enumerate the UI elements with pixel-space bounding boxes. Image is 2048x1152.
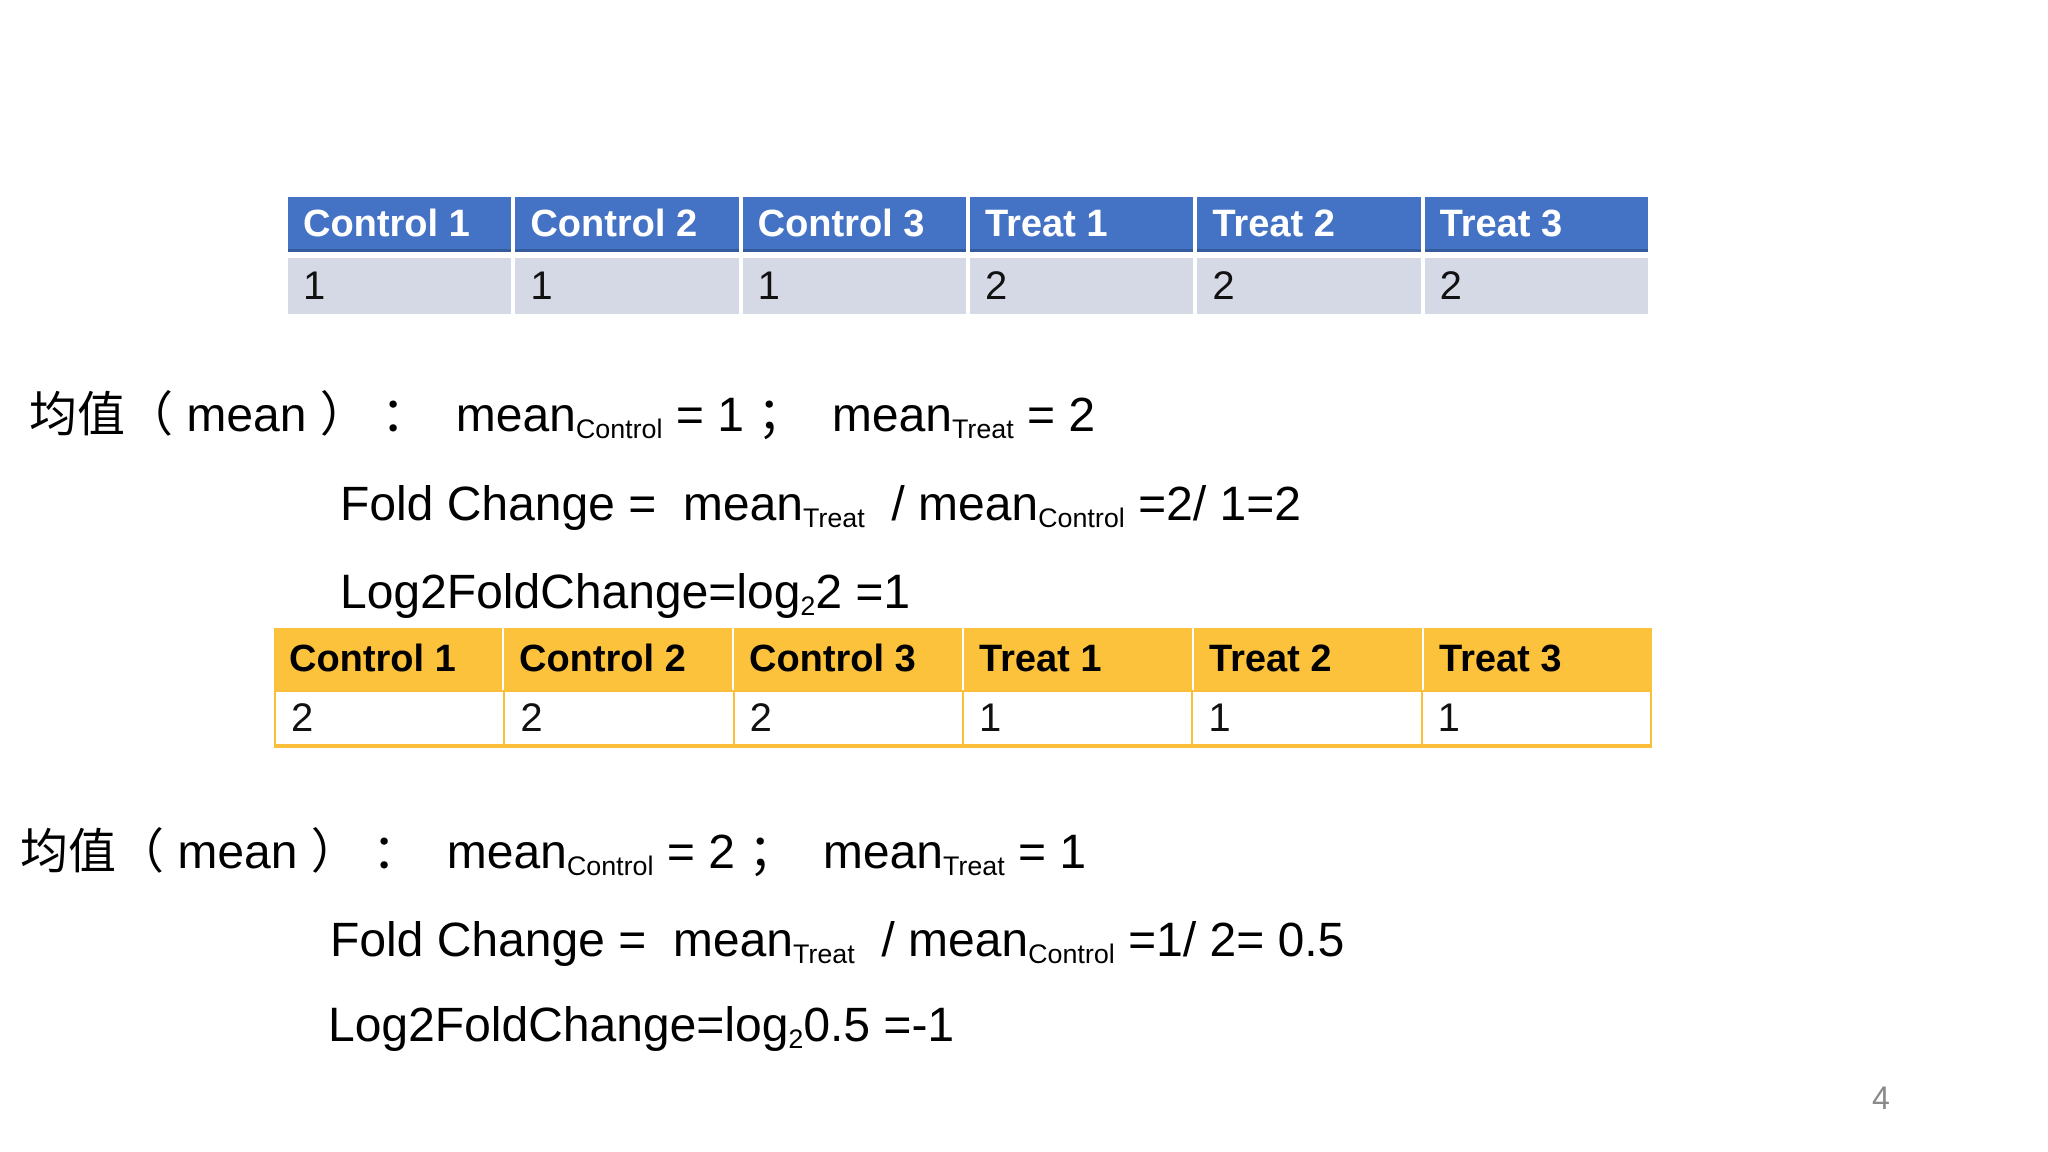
- samples-down-header-cell-3: Control 3: [734, 628, 962, 690]
- formula-subscript: Control: [566, 850, 654, 881]
- samples-up-value-cell-5: 2: [1197, 258, 1421, 314]
- samples-up-header-cell-5: Treat 2: [1197, 197, 1421, 252]
- samples-up-value-cell-3: 1: [742, 258, 966, 314]
- samples-down-value-cell-1: 2: [276, 692, 506, 744]
- samples-down-value-cell-5: 1: [1193, 692, 1423, 744]
- formula-subscript: Control: [1028, 938, 1115, 969]
- formula-text: mean: [831, 389, 952, 442]
- formula-foldchange-line-2: Fold Change = meanTreat / meanControl =1…: [330, 913, 1345, 969]
- formula-subscript: 2: [800, 590, 816, 621]
- formula-text: mean: [672, 914, 793, 967]
- samples-down-value-cell-6: 1: [1422, 692, 1650, 744]
- samples-up-value-cell-6: 2: [1424, 258, 1648, 314]
- formula-text: mean: [455, 389, 576, 442]
- formula-subscript: 2: [788, 1023, 804, 1054]
- formula-mean-line-1: 均值（ mean ） ： meanControl = 1 ； meanTreat…: [29, 388, 1096, 444]
- samples-down-header-cell-2: Control 2: [504, 628, 732, 690]
- formula-text: Log2FoldChange=log: [340, 566, 801, 619]
- formula-subscript: Treat: [802, 502, 865, 533]
- formula-text: =1/ 2= 0.5: [1114, 914, 1345, 967]
- formula-text: Fold Change =: [340, 478, 683, 531]
- formula-text: 2 =1: [815, 566, 911, 619]
- formula-subscript: Treat: [951, 413, 1014, 444]
- formula-text: mean: [682, 478, 803, 531]
- formula-mean-line-2: 均值（ mean ） ： meanControl = 2 ； meanTreat…: [20, 825, 1087, 881]
- formula-text: 0.5 =-1: [803, 999, 955, 1052]
- formula-text: mean: [446, 826, 567, 879]
- samples-up-header-cell-1: Control 1: [288, 197, 512, 252]
- formula-text: = 1: [1004, 826, 1087, 879]
- formula-log2foldchange-line-1: Log2FoldChange=log22 =1: [340, 565, 911, 621]
- formula-text: /: [854, 914, 909, 967]
- samples-down-header-cell-1: Control 1: [274, 628, 502, 690]
- formula-text: /: [864, 478, 919, 531]
- formula-text: Log2FoldChange=log: [328, 999, 789, 1052]
- formula-text: 均值（ mean ） ：: [29, 389, 456, 442]
- formula-text: mean: [908, 914, 1029, 967]
- samples-down-header-cell-6: Treat 3: [1424, 628, 1652, 690]
- samples-up-value-cell-2: 1: [515, 258, 739, 314]
- samples-up-header-cell-4: Treat 1: [969, 197, 1194, 252]
- formula-log2foldchange-line-2: Log2FoldChange=log20.5 =-1: [328, 998, 955, 1054]
- samples-down-value-cell-4: 1: [963, 692, 1194, 744]
- formula-subscript: Treat: [792, 938, 855, 969]
- page-number: 4: [1872, 1080, 1890, 1116]
- formula-subscript: Control: [1038, 502, 1125, 533]
- formula-subscript: Treat: [942, 850, 1005, 881]
- formula-text: =2/ 1=2: [1124, 478, 1301, 531]
- formula-text: 均值（ mean ） ：: [20, 826, 447, 879]
- formula-text: mean: [822, 826, 943, 879]
- samples-down-value-cell-3: 2: [734, 692, 964, 744]
- samples-up-header-cell-3: Control 3: [742, 197, 966, 252]
- formula-text: = 2 ；: [653, 826, 823, 879]
- samples-up-value-cell-1: 1: [288, 258, 512, 314]
- samples-down-value-cell-2: 2: [505, 692, 735, 744]
- samples-up-header-cell-6: Treat 3: [1424, 197, 1648, 252]
- formula-text: mean: [918, 478, 1039, 531]
- samples-up-header-cell-2: Control 2: [515, 197, 739, 252]
- formula-foldchange-line-1: Fold Change = meanTreat / meanControl =2…: [340, 477, 1301, 533]
- formula-text: = 1 ；: [662, 389, 832, 442]
- formula-text: Fold Change =: [330, 914, 673, 967]
- samples-down-header-cell-4: Treat 1: [964, 628, 1192, 690]
- samples-up-value-cell-4: 2: [969, 258, 1194, 314]
- samples-down-header-cell-5: Treat 2: [1194, 628, 1422, 690]
- formula-text: = 2: [1013, 389, 1096, 442]
- formula-subscript: Control: [575, 413, 663, 444]
